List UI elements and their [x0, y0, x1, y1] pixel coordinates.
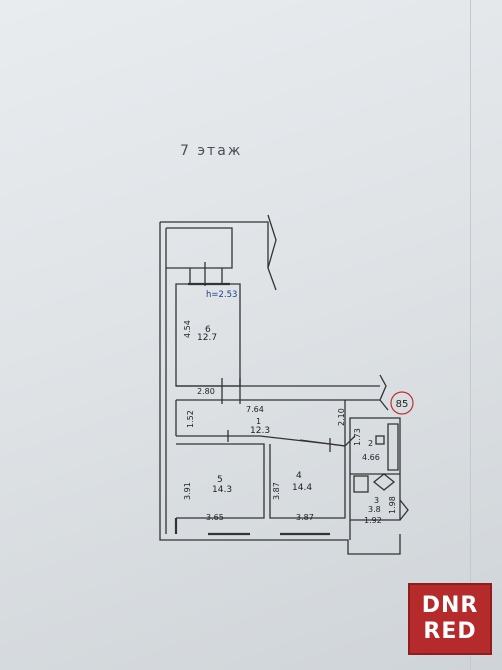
outer-wall-bottom	[210, 534, 401, 555]
outer-wall-top	[160, 221, 269, 268]
room-6-number: 6	[205, 325, 211, 335]
sink	[375, 435, 385, 445]
room-6-dim: 4.54	[183, 320, 192, 338]
room-6-area: 12.7	[197, 333, 217, 343]
hall-door-marks	[227, 430, 331, 452]
apartment-number: 85	[396, 399, 409, 410]
room-5-dim-width: 3.65	[206, 513, 224, 522]
room-6-balcony	[189, 268, 223, 284]
stove	[353, 475, 369, 493]
corridor-walls	[176, 385, 380, 401]
break-line-mid	[379, 374, 389, 411]
room-5-number: 5	[217, 475, 223, 485]
break-line-top	[267, 214, 277, 291]
room-1-area: 12.3	[250, 426, 270, 436]
page-margin-line	[470, 0, 471, 670]
room-3-number: 3	[374, 496, 379, 505]
floor-title: 7 этаж	[180, 143, 243, 159]
room-1-dim-side: 1.52	[186, 410, 195, 428]
hall-diagonal	[299, 435, 356, 447]
room-1-number: 1	[256, 417, 261, 426]
window-5	[174, 518, 250, 536]
room-1-dim-length: 7.64	[246, 405, 264, 414]
break-line-bottom	[399, 499, 409, 521]
apartment-number-circle	[390, 391, 414, 415]
room-4-dim-height: 3.87	[272, 482, 281, 500]
top-block	[166, 227, 233, 269]
outer-wall-left	[159, 222, 210, 541]
room-4-dim-width: 3.87	[296, 513, 314, 522]
room-5-dim-height: 3.91	[183, 482, 192, 500]
ceiling-height-note: h=2.53	[206, 290, 237, 300]
bathtub	[387, 423, 399, 471]
room-4-area: 14.4	[292, 483, 312, 493]
watermark-logo: DNR RED	[408, 583, 492, 655]
room-4-number: 4	[296, 471, 302, 481]
watermark-line-1: DNR	[421, 593, 479, 618]
room-3-dim-side: 1.98	[388, 496, 397, 514]
corridor-door	[221, 378, 241, 404]
room-2-dim: 1.73	[353, 428, 362, 446]
kitchen-sink	[372, 473, 396, 491]
watermark-line-2: RED	[423, 619, 477, 644]
room-3-area: 3.8	[368, 505, 381, 514]
room-1-dim-width: 2.80	[197, 387, 215, 396]
room-2-number: 2	[368, 439, 373, 448]
room-5-area: 14.3	[212, 485, 232, 495]
room-3-dim-bottom: 1.92	[364, 516, 382, 525]
room-2-area: 4.66	[362, 453, 380, 462]
room-5-walls	[176, 443, 265, 519]
room-1-dim-right: 2.10	[337, 408, 346, 426]
room-4-walls	[269, 444, 346, 519]
